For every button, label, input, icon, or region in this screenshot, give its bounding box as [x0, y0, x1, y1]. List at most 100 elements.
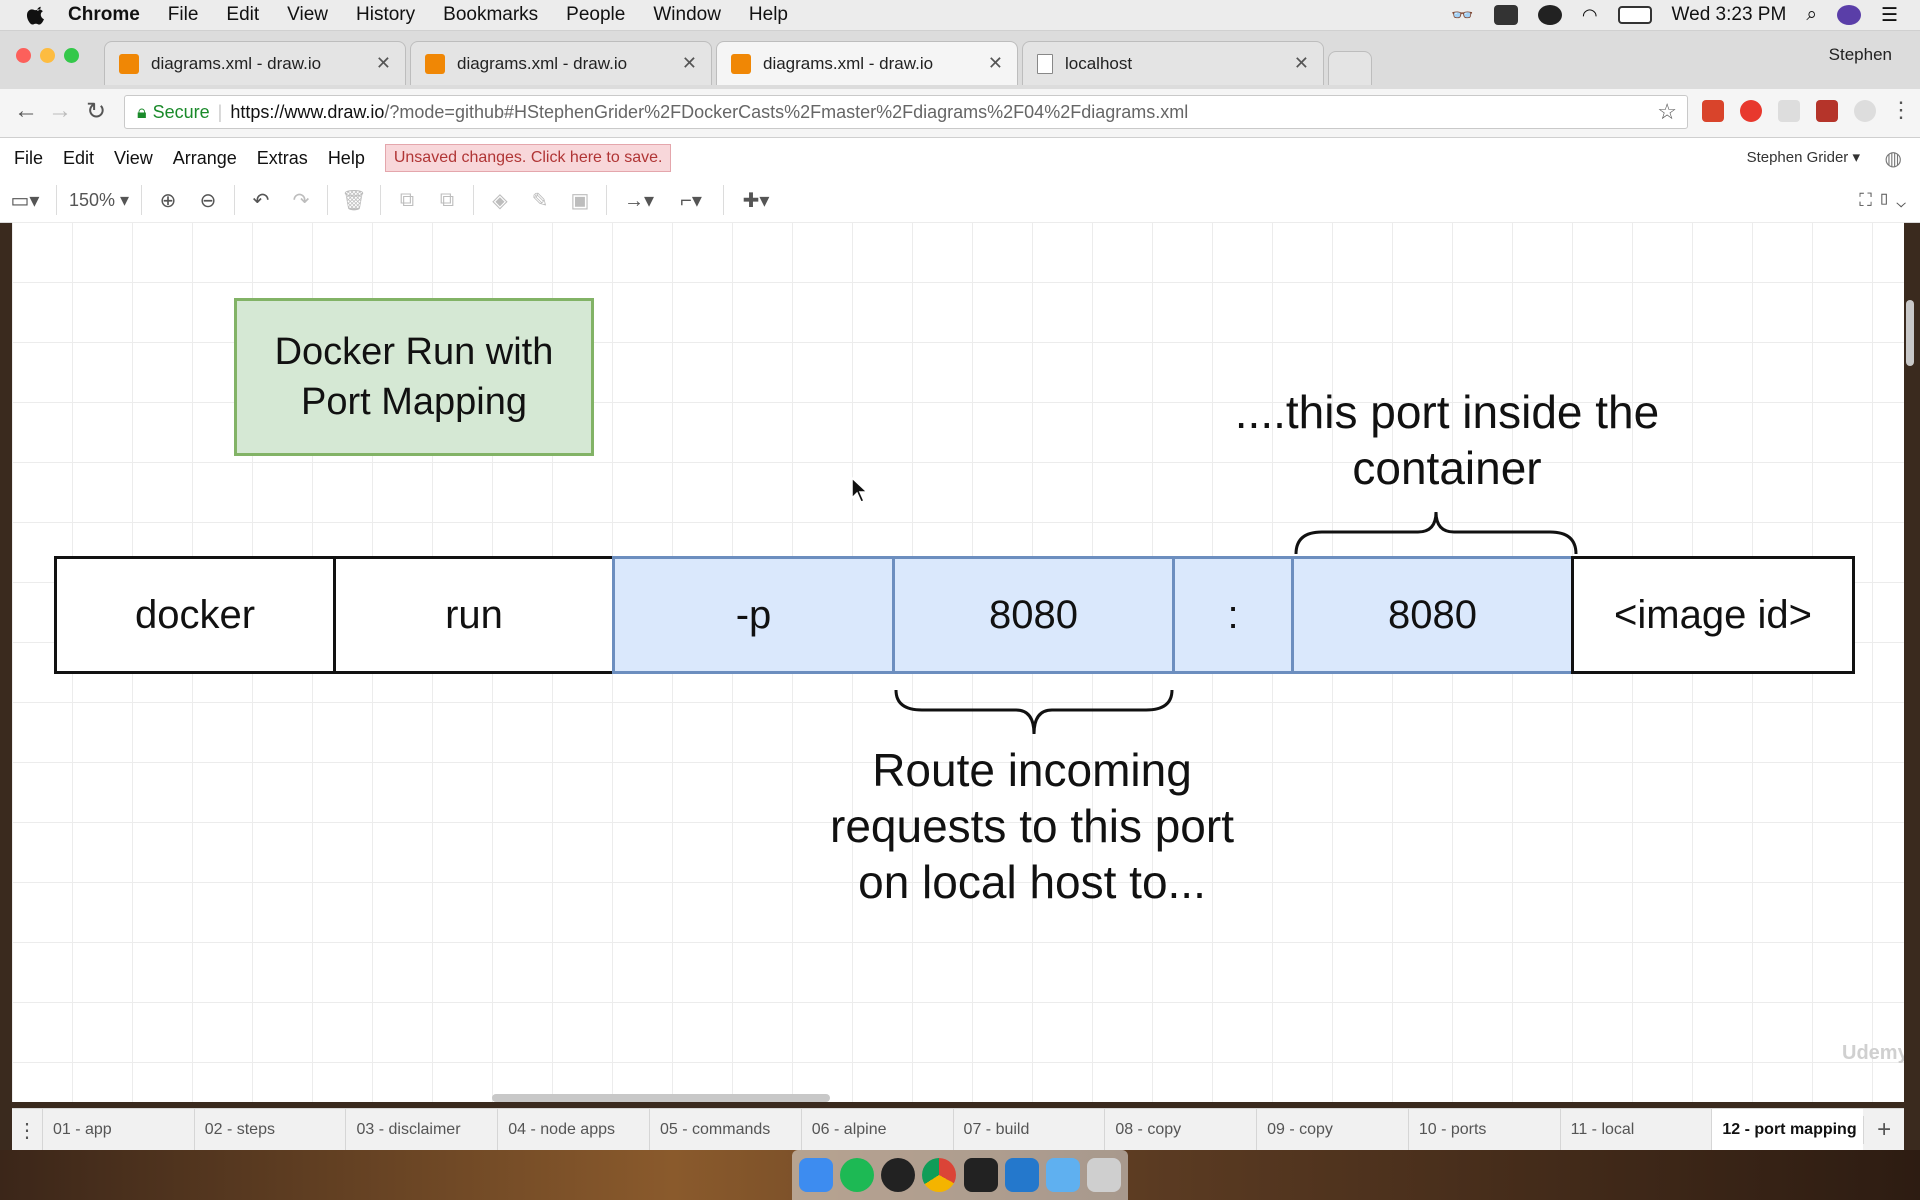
- page-tab[interactable]: 09 - copy: [1256, 1109, 1408, 1151]
- browser-tab[interactable]: diagrams.xml - draw.io ✕: [410, 41, 712, 85]
- drawio-menu-edit[interactable]: Edit: [63, 147, 95, 168]
- drawio-menu-arrange[interactable]: Arrange: [172, 147, 237, 168]
- drawio-menu-help[interactable]: Help: [327, 147, 365, 168]
- folder-icon[interactable]: [1045, 1158, 1080, 1192]
- to-front-icon[interactable]: ⧉: [399, 188, 415, 211]
- chrome-icon[interactable]: [922, 1158, 957, 1192]
- siri-icon[interactable]: [1836, 5, 1861, 25]
- address-bar[interactable]: 🔒︎ Secure | https://www.draw.io/?mode=gi…: [124, 95, 1688, 129]
- redo-icon[interactable]: ↷: [292, 189, 310, 212]
- globe-icon[interactable]: ◍: [1884, 148, 1902, 170]
- menu-file[interactable]: File: [167, 4, 199, 25]
- clock[interactable]: Wed 3:23 PM: [1671, 4, 1787, 25]
- tab-close-icon[interactable]: ✕: [1293, 53, 1309, 73]
- obs-icon[interactable]: [1537, 5, 1562, 25]
- drawio-menu-view[interactable]: View: [114, 147, 153, 168]
- browser-tab[interactable]: diagrams.xml - draw.io ✕: [104, 41, 406, 85]
- spotlight-icon[interactable]: ⌕: [1806, 4, 1817, 25]
- new-tab-button[interactable]: [1328, 51, 1372, 85]
- vscode-icon[interactable]: [1004, 1158, 1039, 1192]
- tab-close-icon[interactable]: ✕: [987, 53, 1003, 73]
- diagram-canvas[interactable]: Docker Run with Port Mapping ....this po…: [12, 222, 1904, 1102]
- cmd-cell-run[interactable]: run: [333, 556, 615, 674]
- apple-icon[interactable]: [24, 4, 50, 26]
- page-tab[interactable]: 08 - copy: [1104, 1109, 1256, 1151]
- terminal-icon[interactable]: [963, 1158, 998, 1192]
- to-back-icon[interactable]: ⧉: [439, 188, 455, 211]
- spotify-icon[interactable]: [840, 1158, 875, 1192]
- fill-color-icon[interactable]: ◈: [492, 189, 508, 212]
- back-arrow-icon[interactable]: ←: [14, 97, 38, 124]
- profile-button[interactable]: Stephen: [1828, 45, 1892, 64]
- drawio-menu-extras[interactable]: Extras: [256, 147, 308, 168]
- diagram-title-box[interactable]: Docker Run with Port Mapping: [234, 298, 594, 456]
- page-tab[interactable]: 02 - steps: [193, 1109, 346, 1151]
- page-tab[interactable]: 07 - build: [952, 1109, 1105, 1151]
- finder-icon[interactable]: [799, 1158, 834, 1192]
- browser-tab-active[interactable]: diagrams.xml - draw.io ✕: [716, 41, 1018, 85]
- menu-view[interactable]: View: [287, 4, 329, 25]
- menu-window[interactable]: Window: [653, 4, 721, 25]
- zoom-out-icon[interactable]: ⊖: [199, 189, 217, 212]
- route-note[interactable]: Route incoming requests to this port on …: [830, 744, 1234, 908]
- cmd-cell-image-id[interactable]: <image id>: [1571, 556, 1855, 674]
- wifi-icon[interactable]: ◠: [1581, 4, 1598, 25]
- battery-icon[interactable]: [1617, 6, 1652, 24]
- menu-chrome[interactable]: Chrome: [68, 4, 140, 25]
- page-tab[interactable]: 05 - commands: [649, 1109, 801, 1151]
- zoom-in-icon[interactable]: ⊕: [159, 189, 177, 212]
- cmd-cell-docker[interactable]: docker: [54, 556, 336, 674]
- glasses-icon[interactable]: 👓: [1451, 4, 1474, 25]
- container-brace[interactable]: [1292, 492, 1582, 562]
- menu-edit[interactable]: Edit: [226, 4, 260, 25]
- extension-icon[interactable]: [1778, 100, 1800, 122]
- waypoints-icon[interactable]: ⌐▾: [680, 189, 702, 212]
- tab-close-icon[interactable]: ✕: [681, 53, 697, 73]
- browser-tab[interactable]: localhost ✕: [1022, 41, 1324, 85]
- insert-plus-icon[interactable]: ✚▾: [742, 189, 770, 212]
- container-port-note[interactable]: ....this port inside the container: [1234, 386, 1660, 494]
- cmd-cell-container-port[interactable]: 8080: [1291, 556, 1574, 674]
- page-tab[interactable]: 04 - node apps: [497, 1109, 649, 1151]
- close-window-button[interactable]: [16, 48, 31, 63]
- unsaved-changes-button[interactable]: Unsaved changes. Click here to save.: [384, 144, 672, 172]
- shadow-icon[interactable]: ▣: [570, 189, 590, 212]
- connection-style-icon[interactable]: →▾: [623, 189, 655, 212]
- undo-icon[interactable]: ↶: [252, 189, 270, 212]
- extension-icon[interactable]: [1702, 100, 1724, 122]
- page-tab[interactable]: 10 - ports: [1407, 1109, 1560, 1151]
- extension-icon[interactable]: [1740, 100, 1762, 122]
- trash-icon[interactable]: [1086, 1158, 1121, 1192]
- forward-arrow-icon[interactable]: →: [48, 97, 72, 124]
- extension-icon[interactable]: [1816, 100, 1838, 122]
- menu-history[interactable]: History: [356, 4, 416, 25]
- fullscreen-icon[interactable]: ⛶ ▯ ⌄: [1859, 189, 1906, 210]
- page-tab[interactable]: 01 - app: [41, 1109, 194, 1151]
- delete-icon[interactable]: 🗑︎: [341, 189, 367, 212]
- menu-people[interactable]: People: [566, 4, 626, 25]
- vertical-scrollbar[interactable]: [1906, 300, 1914, 366]
- add-page-icon[interactable]: +: [1863, 1116, 1904, 1144]
- docker-icon[interactable]: [1493, 5, 1518, 25]
- cmd-cell-colon[interactable]: :: [1172, 556, 1294, 674]
- format-panel-icon[interactable]: ▭▾: [10, 189, 40, 212]
- page-tab[interactable]: 11 - local: [1559, 1109, 1712, 1151]
- cmd-cell-flag[interactable]: -p: [612, 556, 895, 674]
- drawio-menu-file[interactable]: File: [14, 147, 44, 168]
- pages-menu-icon[interactable]: ⋮: [16, 1119, 37, 1142]
- cmd-cell-host-port[interactable]: 8080: [892, 556, 1175, 674]
- horizontal-scrollbar[interactable]: [492, 1094, 830, 1102]
- extension-icon[interactable]: [1854, 100, 1876, 122]
- bookmark-star-icon[interactable]: ☆: [1657, 99, 1677, 124]
- page-tab-active[interactable]: 12 - port mapping: [1711, 1109, 1864, 1151]
- host-brace[interactable]: [892, 682, 1182, 752]
- line-color-icon[interactable]: ✎: [531, 189, 549, 212]
- tab-close-icon[interactable]: ✕: [375, 53, 391, 73]
- menu-bookmarks[interactable]: Bookmarks: [443, 4, 539, 25]
- notification-center-icon[interactable]: ☰: [1880, 4, 1898, 26]
- page-tab[interactable]: 03 - disclaimer: [345, 1109, 497, 1151]
- chrome-menu-icon[interactable]: ⋮: [1890, 97, 1912, 122]
- page-tab[interactable]: 06 - alpine: [800, 1109, 953, 1151]
- menu-help[interactable]: Help: [748, 4, 788, 25]
- zoom-window-button[interactable]: [64, 48, 79, 63]
